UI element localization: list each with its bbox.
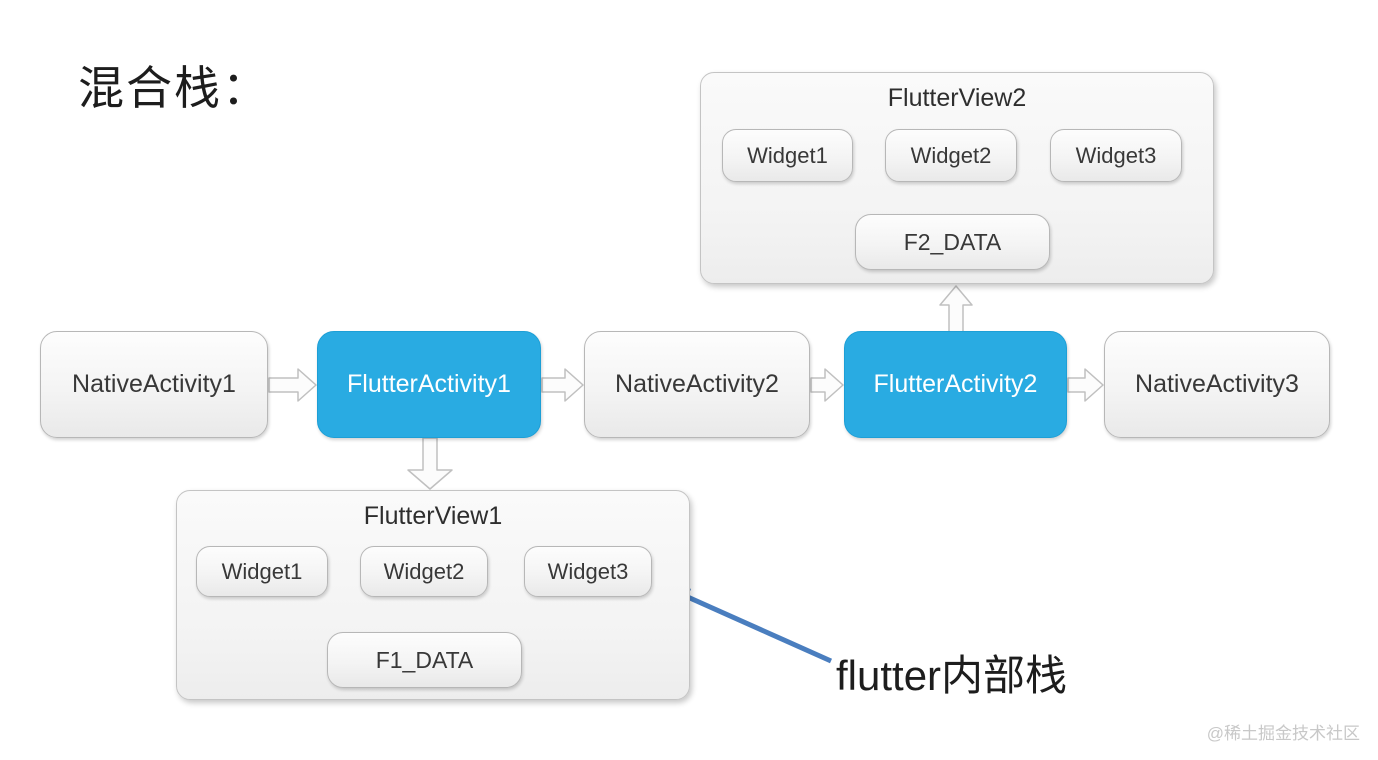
node-native-activity-3: NativeActivity3 xyxy=(1104,331,1330,438)
node-flutter-activity-1: FlutterActivity1 xyxy=(317,331,541,438)
annotation-label: flutter内部栈 xyxy=(836,652,1068,699)
page-title: 混合栈： xyxy=(78,62,270,114)
annotation-arrow xyxy=(667,587,833,664)
node-flutter-activity-2: FlutterActivity2 xyxy=(844,331,1067,438)
flow-arrow-f2-view2 xyxy=(939,285,973,338)
node-native-activity-1: NativeActivity1 xyxy=(40,331,268,438)
flow-arrow-f1-view1 xyxy=(407,437,453,490)
flow-arrow-n1-f1 xyxy=(268,368,317,402)
fv2-widget-1: Widget1 xyxy=(722,129,853,182)
flow-arrow-f1-n2 xyxy=(541,368,584,402)
fv1-widget-3: Widget3 xyxy=(524,546,652,597)
fv1-data-node: F1_DATA xyxy=(327,632,522,688)
fv1-widget-1: Widget1 xyxy=(196,546,328,597)
flutter-view-2-title: FlutterView2 xyxy=(887,84,1027,112)
fv1-widget-2: Widget2 xyxy=(360,546,488,597)
fv2-data-node: F2_DATA xyxy=(855,214,1050,270)
flow-arrow-n2-f2 xyxy=(810,368,844,402)
watermark: @稀土掘金技术社区 xyxy=(1206,724,1360,743)
fv2-widget-2: Widget2 xyxy=(885,129,1017,182)
flutter-view-1-title: FlutterView1 xyxy=(363,502,503,530)
node-native-activity-2: NativeActivity2 xyxy=(584,331,810,438)
fv2-widget-3: Widget3 xyxy=(1050,129,1182,182)
flow-arrow-f2-n3 xyxy=(1067,368,1104,402)
